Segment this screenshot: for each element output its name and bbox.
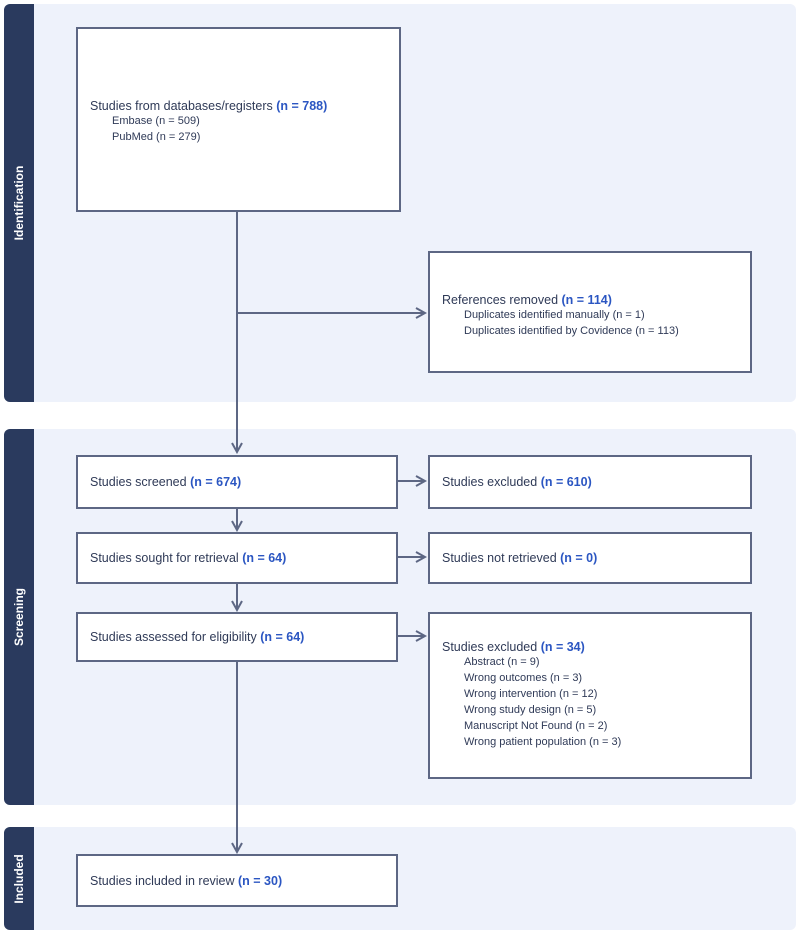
studies-included-box: Studies included in review (n = 30) <box>76 854 398 907</box>
identification-label: Identification <box>12 165 26 241</box>
studies-screened-box: Studies screened (n = 674) <box>76 455 398 509</box>
studies-sought-retrieval-box: Studies sought for retrieval (n = 64) <box>76 532 398 584</box>
studies-eligibility-box: Studies assessed for eligibility (n = 64… <box>76 612 398 662</box>
removed-count: (n = 114) <box>561 293 612 307</box>
exclusion-reason: Manuscript Not Found (n = 2) <box>464 720 608 732</box>
excluded-screening-label: Studies excluded <box>442 475 538 489</box>
records-label: Studies from databases/registers <box>90 99 273 113</box>
exclusion-reason: Wrong outcomes (n = 3) <box>464 672 583 684</box>
screening-sidebar: Screening <box>4 429 34 805</box>
retrieval-count: (n = 64) <box>242 551 287 565</box>
included-label: Included <box>12 853 26 904</box>
records-identified-box: Studies from databases/registers (n = 78… <box>76 27 401 212</box>
excluded-screening-count: (n = 610) <box>540 475 592 489</box>
studies-not-retrieved-box: Studies not retrieved (n = 0) <box>428 532 752 584</box>
excluded-eligibility-label: Studies excluded <box>442 640 538 654</box>
screened-count: (n = 674) <box>190 475 242 489</box>
exclusion-reason: Wrong intervention (n = 12) <box>464 688 598 700</box>
included-count: (n = 30) <box>238 873 283 888</box>
screening-label: Screening <box>12 587 26 647</box>
excluded-eligibility-count: (n = 34) <box>540 640 585 654</box>
records-item-embase: Embase (n = 509) <box>112 115 200 127</box>
records-item-pubmed: PubMed (n = 279) <box>112 131 201 143</box>
exclusion-reason: Abstract (n = 9) <box>464 656 540 668</box>
removed-item-covidence: Duplicates identified by Covidence (n = … <box>464 325 679 337</box>
eligibility-count: (n = 64) <box>260 630 305 644</box>
eligibility-label: Studies assessed for eligibility <box>90 630 257 644</box>
included-sidebar: Included <box>4 827 34 930</box>
included-box-label: Studies included in review <box>90 873 235 888</box>
screened-label: Studies screened <box>90 475 187 489</box>
removed-label: References removed <box>442 293 559 307</box>
not-retrieved-label: Studies not retrieved <box>442 551 557 565</box>
not-retrieved-count: (n = 0) <box>560 551 598 565</box>
removed-item-manual: Duplicates identified manually (n = 1) <box>464 309 645 321</box>
records-count: (n = 788) <box>276 99 328 113</box>
references-removed-box: References removed (n = 114) Duplicates … <box>428 251 752 373</box>
identification-sidebar: Identification <box>4 4 34 402</box>
exclusion-reason: Wrong patient population (n = 3) <box>464 736 622 748</box>
retrieval-label: Studies sought for retrieval <box>90 551 239 565</box>
studies-excluded-screening-box: Studies excluded (n = 610) <box>428 455 752 509</box>
exclusion-reason: Wrong study design (n = 5) <box>464 704 597 716</box>
studies-excluded-eligibility-box: Studies excluded (n = 34) Abstract (n = … <box>428 612 752 779</box>
